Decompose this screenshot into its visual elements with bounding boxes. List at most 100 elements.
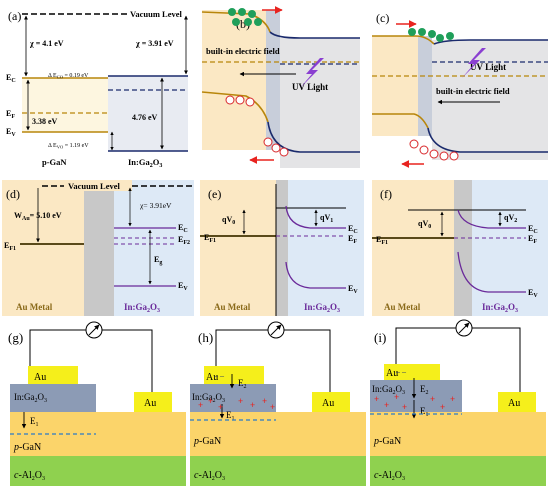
pgan-material-label: p-GaN	[42, 157, 67, 167]
panel-b-inga-ec-curve	[269, 31, 360, 39]
svg-text:+: +	[384, 400, 389, 410]
svg-text:+: +	[262, 396, 267, 406]
panel-h-au-right-label: Au	[322, 398, 334, 409]
panel-f-metal-label: Au Metal	[384, 302, 421, 312]
panel-d-gap	[84, 180, 114, 316]
svg-text:+: +	[270, 402, 275, 412]
chi-pgan-label: χ = 4.1 eV	[29, 39, 64, 48]
panel-h-au-top	[204, 366, 264, 384]
panel-f-ev-curve	[457, 251, 526, 293]
panel-h-tag: (h)	[198, 330, 213, 345]
panel-g-tag: (g)	[8, 330, 23, 345]
panel-i-au-top-label: Au	[386, 368, 398, 379]
panel-a-tag: (a)	[8, 9, 21, 23]
panel-b-pgan-ev-curve	[201, 91, 269, 123]
svg-text:+: +	[394, 392, 399, 402]
panel-d-wau-label: WAu= 5.10 eV	[14, 211, 62, 222]
panel-c-interface	[418, 36, 432, 136]
svg-text:+: +	[208, 396, 213, 406]
pgan-gap-label: 3.38 eV	[32, 117, 58, 126]
panel-f-ef1-label: EF1	[376, 235, 388, 246]
panel-g-substrate	[10, 456, 186, 486]
panel-f-metal-bg	[372, 180, 454, 316]
vacuum-level-label: Vacuum Level	[130, 9, 183, 19]
panel-c-tag: (c)	[376, 11, 389, 25]
panel-h-au-right	[312, 392, 350, 412]
panel-i-pgan-label: p-GaN	[373, 436, 401, 447]
svg-text:+: +	[450, 394, 455, 404]
panel-e-tag: (e)	[208, 187, 221, 201]
panel-b-interface	[266, 10, 280, 150]
panel-e-ec-label: EC	[348, 224, 358, 235]
panel-i-substrate	[370, 456, 546, 486]
panel-i-pgan-layer	[370, 412, 546, 456]
panel-a: (a) Vacuum Level χ = 4.1 eV χ = 3.91 eV …	[2, 4, 192, 169]
panel-i-tag: (i)	[374, 330, 386, 345]
panel-c-uv-label: UV Light	[470, 62, 506, 72]
panel-g-e1-label: E1	[30, 416, 39, 428]
panel-c-inga-ec-curve	[433, 39, 548, 45]
svg-text:+: +	[218, 402, 223, 412]
panel-d-ev-label: EV	[178, 281, 188, 292]
panel-d: (d) Vacuum Level WAu= 5.10 eV EF1 χ=3.91…	[2, 180, 194, 316]
panel-b-lightning-icon	[300, 58, 324, 88]
panel-c-inga-ev-curve	[427, 127, 548, 153]
panel-d-vacuum-label-bg	[64, 180, 132, 191]
ef-label: EF	[6, 109, 15, 120]
panel-i-meter-needle	[458, 322, 470, 334]
panel-d-metal-label: Au Metal	[16, 302, 53, 312]
panel-i-holes: +++++++	[374, 392, 455, 412]
inga-bandgap-region	[108, 76, 188, 151]
svg-text:+: +	[402, 402, 407, 412]
panel-f-ev-label: EV	[528, 288, 538, 299]
panel-g-meter-needle	[88, 324, 100, 336]
panel-e: (e) qV0 qV1 EF1 EC EF EV Au Metal In:Ga2…	[200, 180, 364, 316]
panel-e-qv0-label: qV0	[222, 215, 235, 226]
panel-f-qv0-label: qV0	[418, 219, 431, 230]
panel-b-pgan-depletion	[202, 10, 266, 150]
panel-h-layer-label: In:Ga2O3	[192, 392, 225, 404]
panel-d-tag: (d)	[6, 187, 20, 201]
panel-c-pgan-depletion	[372, 36, 418, 136]
panel-e-ef-label: EF	[348, 234, 357, 245]
panel-i-electron-marks: – –	[395, 367, 407, 376]
panel-d-semi-bg	[114, 180, 194, 316]
svg-text:+: +	[238, 396, 243, 406]
panel-h-substrate-label: c-Al2O3	[194, 470, 225, 482]
panel-i-au-right	[498, 392, 536, 412]
panel-h-pgan-label: p-GaN	[193, 436, 221, 447]
panel-d-chi-label: χ=3.91eV	[140, 201, 172, 210]
panel-c-electrons	[408, 28, 454, 42]
panel-i-au-top	[384, 364, 440, 380]
panel-f-gap	[454, 180, 472, 316]
panel-e-semi-label: In:Ga2O3	[304, 302, 340, 314]
panel-d-ef2-label: EF2	[178, 235, 190, 246]
panel-h-substrate	[190, 456, 366, 486]
panel-f-ec-label: EC	[528, 224, 538, 235]
panel-g-pgan-label: p-GaN	[13, 442, 41, 453]
panel-e-ec-curve	[285, 205, 346, 229]
panel-i-circuit-wire	[395, 327, 521, 392]
panel-i: (i) Au Au In:Ga2O3 E2 E1 – – +++++++ p-G…	[370, 319, 546, 486]
panel-g-layer-label: In:Ga2O3	[14, 392, 47, 404]
panel-f-qv2-label: qV2	[504, 213, 517, 224]
panel-d-metal-bg	[2, 180, 84, 316]
svg-text:+: +	[430, 394, 435, 404]
panel-f-tag: (f)	[380, 187, 392, 201]
panel-h-holes: +++++++	[198, 396, 275, 412]
panel-g: (g) Au Au In:Ga2O3 E1 p-GaN c-Al2O3	[8, 321, 186, 486]
chi-inga-label: χ = 3.91 eV	[135, 39, 174, 48]
panel-d-ef1-label: EF1	[4, 241, 16, 252]
panel-h-pgan-layer	[190, 412, 366, 456]
panel-f-ef-label: EF	[528, 234, 537, 245]
panel-e-ev-curve	[285, 261, 346, 289]
panel-b-uv-label: UV Light	[292, 82, 328, 92]
panel-d-vacuum-label: Vacuum Level	[68, 181, 121, 191]
panel-c-field-label: built-in electric field	[436, 86, 510, 96]
svg-text:+: +	[374, 394, 379, 404]
panel-f-semi-bg	[472, 180, 548, 316]
panel-e-qv1-label: qV1	[320, 213, 333, 224]
panel-b-electrons	[228, 8, 262, 26]
panel-c-holes	[409, 139, 459, 161]
